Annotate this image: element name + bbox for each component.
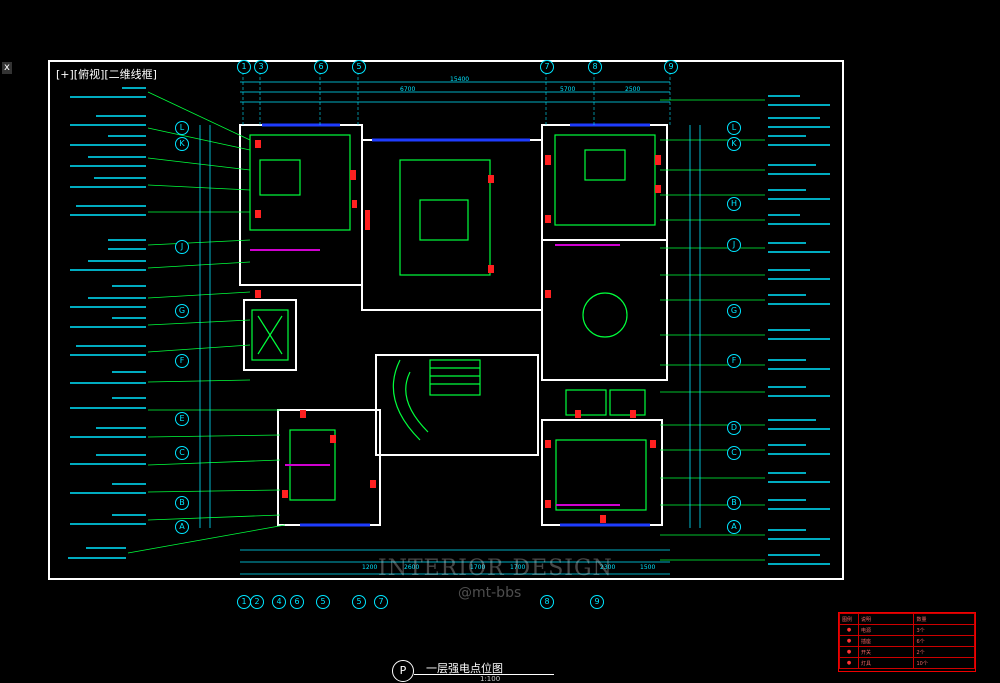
- grid-bubble-bottom: 9: [590, 595, 604, 609]
- legend-row: ● 开关 2个: [839, 646, 975, 658]
- grid-bubble-bottom: 5: [352, 595, 366, 609]
- legend-row: ● 灯具 10个: [839, 657, 975, 669]
- grid-bubble-top: 3: [254, 60, 268, 74]
- dimension-label-bottom: 2300: [600, 564, 616, 571]
- leader-lines-right: [660, 99, 765, 561]
- grid-bubble-right: D: [727, 421, 741, 435]
- legend-symbol-icon: ●: [839, 624, 859, 636]
- grid-bubble-left: A: [175, 520, 189, 534]
- legend-header-cell: 说明: [857, 613, 915, 625]
- legend-qty: 10个: [913, 657, 975, 669]
- dimension-label-top: 5700: [560, 86, 576, 93]
- grid-bubble-top: 6: [314, 60, 328, 74]
- grid-bubble-right: A: [727, 520, 741, 534]
- cabinet-accents: [250, 244, 620, 506]
- grid-bubble-bottom: 7: [374, 595, 388, 609]
- viewport-close-icon[interactable]: x: [2, 62, 12, 74]
- grid-bubble-top: 1: [237, 60, 251, 74]
- dimension-label-bottom: 1700: [510, 564, 526, 571]
- grid-bubble-right: J: [727, 238, 741, 252]
- grid-bubble-left: B: [175, 496, 189, 510]
- grid-bubble-right: C: [727, 446, 741, 460]
- grid-bubble-bottom: 8: [540, 595, 554, 609]
- grid-bubble-right: L: [727, 121, 741, 135]
- grid-bubble-right: G: [727, 304, 741, 318]
- dimension-label-top: 15400: [450, 76, 470, 83]
- dimension-label-top: 6700: [400, 86, 416, 93]
- dimension-label-bottom: 1200: [362, 564, 378, 571]
- legend-row: ● 电源 3个: [839, 624, 975, 636]
- drawing-title: 一层强电点位图: [426, 662, 503, 675]
- legend-desc: 插座: [857, 635, 915, 647]
- model-viewport[interactable]: [+][俯视][二维线框]: [48, 60, 844, 580]
- dimension-label-bottom: 2600: [404, 564, 420, 571]
- grid-bubble-left: L: [175, 121, 189, 135]
- viewport-controls-label[interactable]: [+][俯视][二维线框]: [54, 66, 159, 82]
- sheet-code-bubble: P: [392, 660, 414, 682]
- grid-bubble-left: J: [175, 240, 189, 254]
- legend-desc: 电源: [857, 624, 915, 636]
- legend-symbol-icon: ●: [839, 657, 859, 669]
- legend-header-cell: 图例: [839, 613, 859, 625]
- window-bands: [262, 123, 650, 527]
- legend-qty: 6个: [913, 635, 975, 647]
- legend-qty: 3个: [913, 624, 975, 636]
- leader-lines-left: [127, 91, 286, 554]
- grid-bubble-top: 5: [352, 60, 366, 74]
- watermark-text: INTERIOR DESIGN: [378, 556, 613, 581]
- legend-header-row: 图例 说明 数量: [839, 613, 975, 625]
- grid-bubble-left: K: [175, 137, 189, 151]
- grid-bubble-right: B: [727, 496, 741, 510]
- legend-desc: 开关: [857, 646, 915, 658]
- watermark-handle: @mt-bbs: [458, 585, 522, 601]
- grid-bubble-top: 9: [664, 60, 678, 74]
- grid-bubble-left: C: [175, 446, 189, 460]
- grid-bubble-left: E: [175, 412, 189, 426]
- grid-bubble-bottom: 1: [237, 595, 251, 609]
- electrical-points: [255, 140, 661, 523]
- dimension-label-bottom: 1700: [470, 564, 486, 571]
- legend-table: 图例 说明 数量 ● 电源 3个 ● 插座 6个 ● 开关 2个 ● 灯具 10…: [838, 612, 976, 672]
- legend-row: ● 插座 6个: [839, 635, 975, 647]
- grid-bubble-right: H: [727, 197, 741, 211]
- grid-bubble-bottom: 5: [316, 595, 330, 609]
- grid-bubble-left: F: [175, 354, 189, 368]
- title-underline: [414, 674, 554, 675]
- grid-bubble-top: 7: [540, 60, 554, 74]
- dimension-label-bottom: 1500: [640, 564, 656, 571]
- annotation-text-left: [68, 87, 146, 559]
- grid-bubble-bottom: 6: [290, 595, 304, 609]
- legend-symbol-icon: ●: [839, 635, 859, 647]
- grid-axis-lines: [242, 72, 671, 125]
- dimension-label-top: 2500: [625, 86, 641, 93]
- annotation-text-right: [768, 95, 830, 565]
- interior-partitions: [249, 134, 656, 511]
- legend-header-cell: 数量: [913, 613, 975, 625]
- dimension-lines: [199, 81, 701, 575]
- legend-desc: 灯具: [857, 657, 915, 669]
- grid-bubble-right: K: [727, 137, 741, 151]
- grid-bubble-right: F: [727, 354, 741, 368]
- grid-bubble-bottom: 2: [250, 595, 264, 609]
- grid-bubble-left: G: [175, 304, 189, 318]
- legend-symbol-icon: ●: [839, 646, 859, 658]
- grid-bubble-bottom: 4: [272, 595, 286, 609]
- grid-bubble-top: 8: [588, 60, 602, 74]
- legend-qty: 2个: [913, 646, 975, 658]
- drawing-scale: 1:100: [480, 675, 501, 683]
